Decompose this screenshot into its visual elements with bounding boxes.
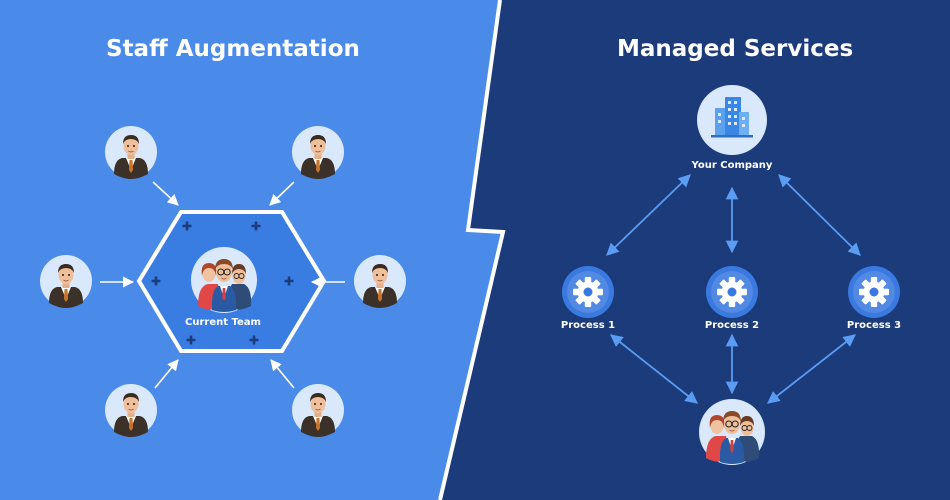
- arrow-icon: [606, 174, 691, 256]
- team-group-icon: [190, 246, 258, 314]
- process-1-label: Process 1: [560, 320, 616, 331]
- process-2-label: Process 2: [704, 320, 760, 331]
- arrow-icon: [778, 174, 861, 256]
- gear-icon: [706, 266, 758, 318]
- your-company-label: Your Company: [691, 160, 773, 171]
- arrow-icon: [154, 359, 179, 389]
- arrow-icon: [270, 359, 295, 389]
- process-3-label: Process 3: [846, 320, 902, 331]
- arrow-icon: [152, 181, 179, 206]
- current-team-label: Current Team: [185, 317, 261, 328]
- team-group-icon: [698, 398, 766, 466]
- staff-augmentation-diagram: [39, 125, 407, 438]
- left-title: Staff Augmentation: [106, 36, 360, 62]
- managed-services-diagram: [562, 85, 900, 466]
- right-title: Managed Services: [617, 36, 854, 62]
- gear-icon: [848, 266, 900, 318]
- building-icon: [697, 85, 767, 155]
- gear-icon: [562, 266, 614, 318]
- arrow-icon: [269, 181, 295, 206]
- arrow-icon: [610, 334, 698, 404]
- split-divider: [438, 0, 506, 500]
- arrow-icon: [767, 334, 856, 404]
